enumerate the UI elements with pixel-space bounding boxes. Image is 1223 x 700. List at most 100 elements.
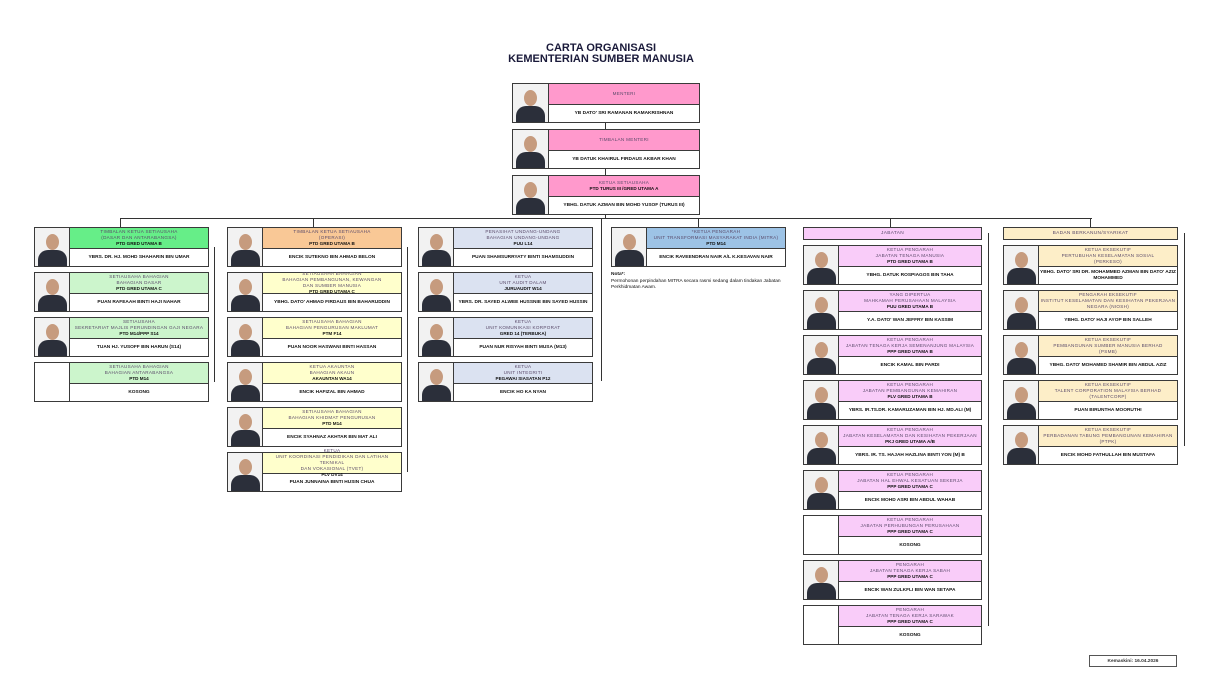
position-title-line: MAHKAMAH PERUSAHAAN MALAYSIA: [864, 298, 956, 303]
portrait-body: [422, 250, 451, 266]
org-card: TIMBALAN KETUA SETIAUSAHA(DASAR DAN ANTA…: [34, 227, 209, 267]
portrait-head: [815, 342, 828, 358]
note-label: Nota*:: [611, 272, 626, 277]
position-title-line: KETUA PENGARAH: [886, 427, 934, 432]
position-title-line: BAHAGIAN KHIDMAT PENGURUSAN: [288, 415, 376, 420]
officer-name: PUAN JUNNAINA BINTI HUSIN CHUA: [289, 479, 375, 485]
connector-col6-drop: [1090, 218, 1091, 227]
portrait-photo: [1004, 336, 1039, 374]
portrait-head: [430, 234, 443, 250]
portrait-body: [807, 358, 836, 374]
portrait-photo: [804, 426, 839, 464]
position-grade: PKJ GRED UTAMA A/B: [885, 439, 935, 444]
position-title-line: BAHAGIAN ANTARABANGSA: [104, 370, 174, 375]
connector-col2-vertical: [407, 247, 408, 472]
position-title-line: SETIAUSAHA BAHAGIAN: [109, 274, 169, 279]
portrait-photo: [35, 228, 70, 266]
officer-name: YB DATUK KHAIRUL FIRDAUS AKBAR KHAN: [572, 156, 676, 162]
portrait-body: [422, 295, 451, 311]
card-info: TIMBALAN KETUA SETIAUSAHA(OPERASI)PTD GR…: [263, 228, 401, 266]
connector-col1-vertical: [214, 247, 215, 382]
portrait-head: [524, 90, 537, 106]
officer-name: YBRS. IR. TS. HAJAH HAZLINA BINTI YON (M…: [855, 452, 965, 458]
portrait-head: [1015, 297, 1028, 313]
position-title-line: KETUA PENGARAH: [886, 517, 934, 522]
portrait-photo: [228, 363, 263, 401]
position-grade: PTD GRED UTAMA B: [116, 241, 162, 246]
position-title-line: BAHAGIAN AKAUN: [309, 370, 355, 375]
portrait-photo: [1004, 291, 1039, 329]
portrait-photo: [804, 471, 839, 509]
connector-col3-vertical: [601, 218, 602, 381]
position-title-line: KETUA: [514, 274, 532, 279]
portrait-photo: [419, 318, 454, 356]
officer-name: YBHG. DATUK AZMAN BIN MOHD YUSOF (TURUS …: [563, 202, 685, 208]
portrait-head: [46, 234, 59, 250]
officer-name: PUAN BIRUNTHA MOORUTHI: [1074, 407, 1142, 413]
portrait-body: [807, 403, 836, 419]
position-title-line: DAN SUMBER MANUSIA: [302, 283, 362, 288]
officer-name: ENCIK WAN ZULKFLI BIN WAN SETAPA: [864, 587, 956, 593]
portrait-head: [524, 182, 537, 198]
officer-name: YBHG. DATO' HAJI AYOP BIN SALLEH: [1064, 317, 1152, 323]
position-title-line: KETUA: [514, 319, 532, 324]
position-grade: PPP GRED UTAMA C: [887, 574, 933, 579]
position-title-line: JABATAN TENAGA KERJA SABAH: [869, 568, 951, 573]
position-title-line: SETIAUSAHA BAHAGIAN: [302, 319, 362, 324]
position-grade: PTD GRED UTAMA B: [309, 241, 355, 246]
portrait-body: [1007, 448, 1036, 464]
portrait-body: [807, 448, 836, 464]
portrait-photo: [804, 381, 839, 419]
portrait-head: [46, 324, 59, 340]
position-title-line: KETUA EKSEKUTIF: [1084, 337, 1132, 342]
portrait-head: [430, 369, 443, 385]
portrait-photo: [612, 228, 647, 266]
position-grade: PLV DV14: [321, 472, 343, 477]
connector-col1-drop: [120, 218, 121, 227]
position-grade: GRED 14 (TERBUKA): [499, 331, 547, 336]
portrait-head: [239, 414, 252, 430]
position-title-line: UNIT KOORDINASI PENDIDIKAN DAN LATIHAN T…: [275, 454, 389, 465]
position-grade: JURUAUDIT W14: [504, 286, 542, 291]
portrait-photo: [1004, 381, 1039, 419]
position-title-line: PENASIHAT UNDANG-UNDANG: [485, 229, 561, 234]
position-grade: PPP GRED UTAMA C: [887, 619, 933, 624]
position-grade: PTM F14: [322, 331, 342, 336]
position-title-line: (OPERASI): [318, 235, 346, 240]
position-title-line: (PSMB): [1099, 349, 1117, 354]
connector-top-vertical: [605, 123, 606, 219]
portrait-body: [516, 106, 545, 122]
portrait-photo: [228, 408, 263, 446]
portrait-photo: [513, 176, 549, 214]
portrait-body: [807, 493, 836, 509]
position-grade: PEGAWAI SIASATAN P12: [495, 376, 551, 381]
portrait-head: [1015, 342, 1028, 358]
